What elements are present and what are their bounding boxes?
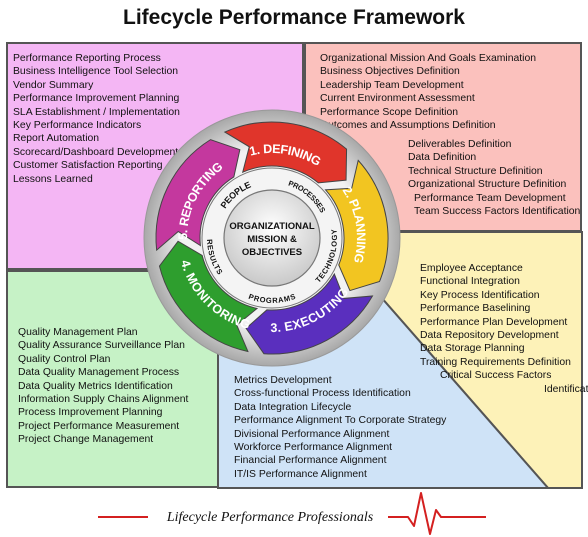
monitoring-items-list: Quality Management Plan Quality Assuranc…	[18, 326, 188, 447]
list-item: Training Requirements Definition	[420, 356, 571, 368]
list-item: Quality Control Plan	[18, 353, 111, 365]
list-item: IT/IS Performance Alignment	[234, 468, 367, 480]
list-item: Data Integration Lifecycle	[234, 401, 352, 413]
list-item: Performance Scope Definition	[320, 106, 459, 118]
list-item: Cross-functional Process Identification	[234, 388, 411, 400]
list-item: Data Definition	[408, 152, 477, 164]
list-item: Lessons Learned	[13, 173, 93, 185]
defining-items-bottom-list: Deliverables Definition Data Definition …	[408, 138, 580, 218]
list-item: Performance Alignment To Corporate Strat…	[234, 415, 447, 427]
phase-executing-segment	[245, 272, 374, 355]
list-item: Divisional Performance Alignment	[234, 428, 390, 440]
list-item: Workforce Performance Alignment	[234, 442, 393, 454]
footer-brand: Lifecycle Performance Professionals	[166, 510, 374, 525]
list-item: Information Supply Chains Alignment	[18, 394, 189, 406]
list-item: Technical Structure Definition	[408, 165, 543, 177]
defining-items-top-list: Organizational Mission And Goals Examina…	[320, 52, 536, 132]
list-item: Data Quality Metrics Identification	[18, 380, 173, 392]
list-item: Performance Team Development	[414, 192, 566, 204]
list-item: Financial Performance Alignment	[234, 455, 387, 467]
list-item: Data Repository Development	[420, 330, 559, 342]
list-item: Critical Success Factors	[440, 370, 552, 382]
planning-items-list: Employee Acceptance Functional Integrati…	[420, 262, 588, 396]
monitoring-panel: Quality Management Plan Quality Assuranc…	[6, 270, 220, 488]
list-item: Metrics Development	[234, 375, 332, 386]
list-item: Deliverables Definition	[408, 139, 512, 150]
list-item: Performance Baselining	[420, 303, 531, 315]
list-item: Performance Plan Development	[420, 316, 568, 328]
list-item: Current Environment Assessment	[320, 93, 475, 105]
phase-defining-segment	[223, 121, 348, 184]
center-line-2: MISSION &	[247, 234, 297, 245]
list-item: Process Improvement Planning	[18, 407, 163, 419]
list-item: Scorecard/Dashboard Development	[13, 146, 179, 158]
list-item: Performance Reporting Process	[13, 53, 161, 64]
list-item: Report Automation	[13, 133, 100, 145]
center-line-3: OBJECTIVES	[242, 247, 302, 258]
phase-segments	[155, 121, 389, 355]
list-item: Identification	[544, 383, 588, 395]
list-item: Leadership Team Development	[320, 79, 464, 91]
phase-planning-segment	[324, 159, 389, 292]
list-item: Key Performance Indicators	[13, 120, 142, 132]
executing-items-list: Metrics Development Cross-functional Pro…	[234, 374, 446, 481]
list-item: Performance Improvement Planning	[13, 93, 180, 105]
list-item: Team Success Factors Identification	[414, 206, 581, 218]
list-item: Business Intelligence Tool Selection	[13, 66, 179, 78]
list-item: Project Change Management	[18, 434, 154, 446]
list-item: Project Performance Measurement	[18, 420, 180, 432]
list-item: Quality Management Plan	[18, 327, 138, 338]
list-item: Outcomes and Assumptions Definition	[320, 120, 496, 132]
page-title: Lifecycle Performance Framework	[123, 6, 465, 29]
hub	[223, 189, 321, 287]
list-item: Business Objectives Definition	[320, 66, 460, 78]
reporting-items-list: Performance Reporting Process Business I…	[13, 52, 180, 186]
list-item: Data Storage Planning	[420, 343, 525, 355]
ecg-line-right	[388, 492, 486, 535]
list-item: Employee Acceptance	[420, 263, 523, 274]
list-item: Organizational Mission And Goals Examina…	[320, 53, 537, 64]
center-line-1: ORGANIZATIONAL	[229, 221, 315, 232]
phase-reporting-segment	[155, 139, 241, 252]
list-item: Organizational Structure Definition	[408, 179, 567, 191]
list-item: Quality Assurance Surveillance Plan	[18, 340, 185, 352]
list-item: Key Process Identification	[420, 289, 540, 301]
phase-monitoring-segment	[158, 240, 259, 353]
list-item: Functional Integration	[420, 276, 520, 288]
list-item: Data Quality Management Process	[18, 367, 180, 379]
list-item: Vendor Summary	[13, 79, 94, 91]
list-item: Customer Satisfaction Reporting	[13, 160, 163, 172]
list-item: SLA Establishment / Implementation	[13, 106, 180, 118]
